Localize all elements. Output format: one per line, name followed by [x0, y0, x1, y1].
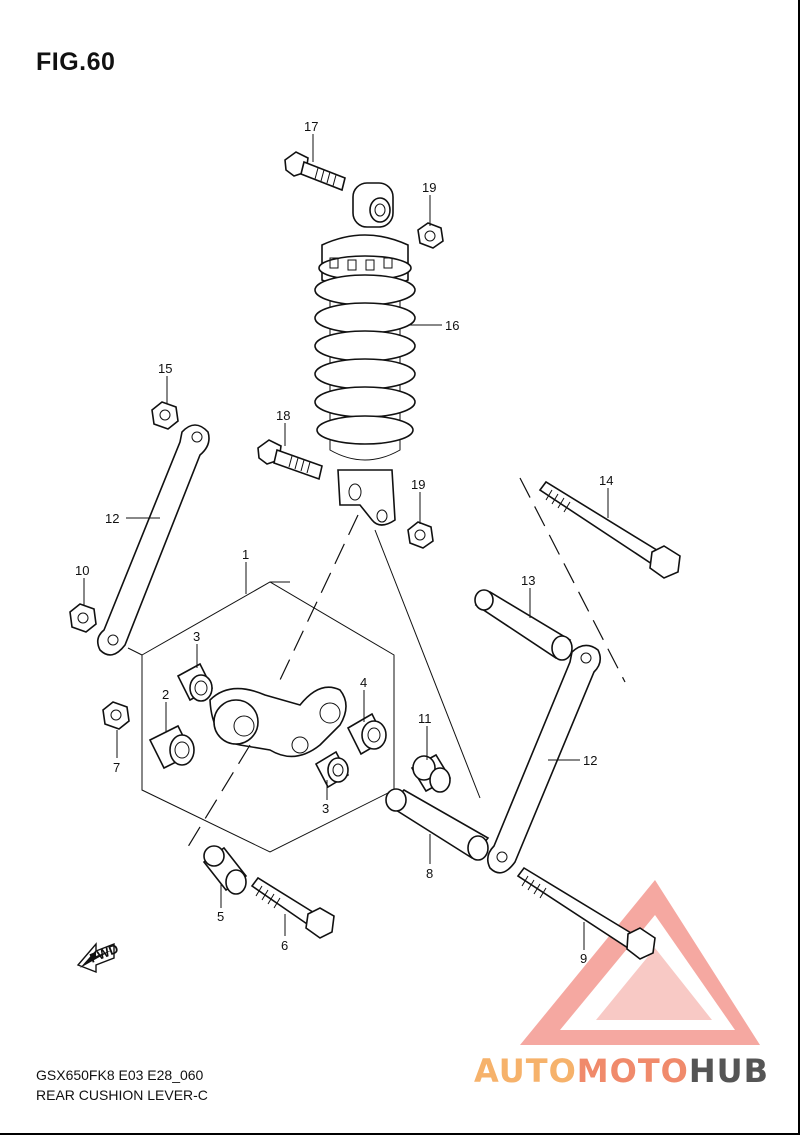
watermark-hub: HUB [688, 1052, 770, 1090]
callout-9: 9 [580, 951, 587, 966]
callout-6: 6 [281, 938, 288, 953]
callout-3-top: 3 [193, 629, 200, 644]
callout-19-lower: 19 [411, 477, 425, 492]
bolt-18 [257, 439, 323, 481]
watermark-moto: MOTO [576, 1052, 689, 1090]
callout-1: 1 [242, 547, 249, 562]
diagram-name: REAR CUSHION LEVER-C [36, 1087, 208, 1103]
callout-15: 15 [158, 361, 172, 376]
callout-13: 13 [521, 573, 535, 588]
tie-rod-12-right [486, 644, 602, 874]
callout-11: 11 [418, 711, 432, 726]
callout-8: 8 [426, 866, 433, 881]
callout-19-top: 19 [422, 180, 436, 195]
callout-14: 14 [599, 473, 613, 488]
callout-2: 2 [162, 687, 169, 702]
bolt-6 [250, 876, 335, 939]
figure-title: FIG.60 [36, 48, 116, 76]
bearing-3-bottom [314, 750, 350, 789]
nut-19-top [417, 222, 444, 249]
fwd-arrow-icon [76, 942, 115, 974]
callout-4: 4 [360, 675, 367, 690]
spacer-13 [474, 589, 573, 661]
nut-19-lower [407, 521, 434, 549]
bolt-17 [284, 151, 346, 192]
callout-12-right: 12 [583, 753, 597, 768]
nut-10 [69, 603, 97, 633]
nut-15 [151, 401, 179, 430]
bolt-9 [516, 866, 656, 960]
watermark-text: AUTOMOTOHUB [474, 1052, 769, 1090]
bolt-14 [538, 480, 681, 579]
diagram-code: GSX650FK8 E03 E28_060 [36, 1067, 204, 1083]
spacer-5 [202, 845, 248, 895]
callout-17: 17 [304, 119, 318, 134]
bearing-4 [346, 712, 387, 756]
callout-leaders [83, 134, 609, 950]
cushion-lever-1 [209, 686, 347, 758]
callout-5: 5 [217, 909, 224, 924]
callout-3-bottom: 3 [322, 801, 329, 816]
rear-shock-absorber [314, 182, 416, 526]
spacer-11 [410, 753, 452, 793]
callout-12-left: 12 [105, 511, 119, 526]
callout-7: 7 [113, 760, 120, 775]
spacer-8 [385, 788, 490, 861]
callout-18: 18 [276, 408, 290, 423]
bearing-3-top [176, 662, 214, 702]
watermark-logo-icon [520, 880, 760, 1045]
watermark-auto: AUTO [474, 1052, 577, 1090]
callout-10: 10 [75, 563, 89, 578]
nut-7 [102, 701, 130, 730]
bearing-2 [148, 724, 195, 770]
tie-rod-12-left [96, 424, 210, 656]
callout-16: 16 [445, 318, 459, 333]
